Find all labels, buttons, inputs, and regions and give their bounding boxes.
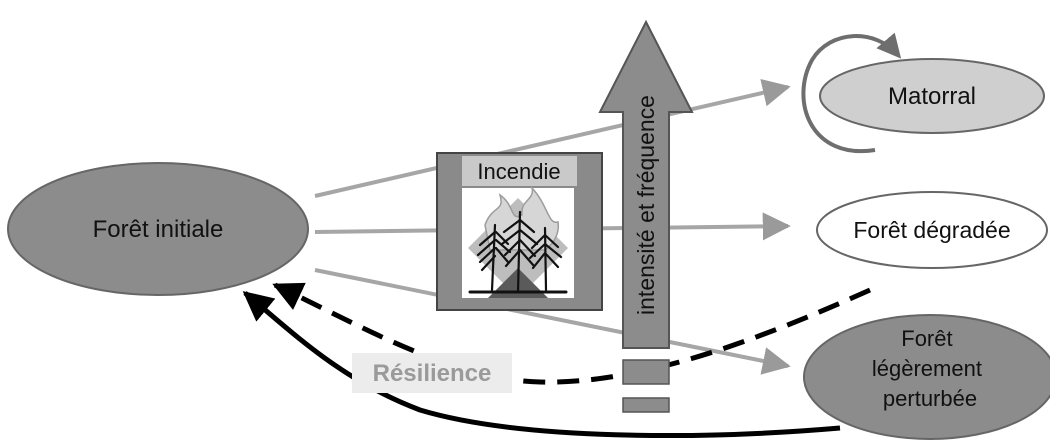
resilience-label-bg	[352, 353, 512, 393]
perturbed-line-3: perturbée	[883, 386, 977, 411]
resilience-label: Résilience	[373, 360, 492, 387]
intensity-frequency-label: intensité et fréquence	[633, 95, 659, 315]
resilience-dashed-arrow	[272, 282, 872, 385]
resilience-solid-arrow	[242, 291, 841, 438]
matorral-label: Matorral	[888, 83, 976, 110]
perturbed-line-1: Forêt	[901, 326, 952, 351]
arrow-to-perturbed-forest	[314, 268, 791, 375]
perturbed-forest-label: Forêt légèrement perturbée	[872, 326, 988, 411]
intensity-bar-1	[622, 359, 670, 385]
degraded-forest-node	[816, 191, 1048, 269]
fire-label-bg	[462, 156, 577, 186]
degraded-forest-label: Forêt dégradée	[853, 217, 1010, 243]
initial-forest-label: Forêt initiale	[93, 216, 224, 243]
forest-fire-icon	[468, 185, 568, 298]
initial-forest-node	[7, 162, 309, 296]
arrow-to-matorral	[314, 79, 791, 198]
intensity-bar-2	[622, 397, 670, 413]
perturbed-forest-node	[803, 314, 1050, 440]
matorral-cycle-arrow	[801, 32, 902, 154]
perturbed-line-2: légèrement	[872, 356, 982, 381]
fire-label: Incendie	[477, 159, 560, 184]
matorral-node	[819, 58, 1045, 134]
intensity-frequency-arrow	[598, 19, 694, 349]
